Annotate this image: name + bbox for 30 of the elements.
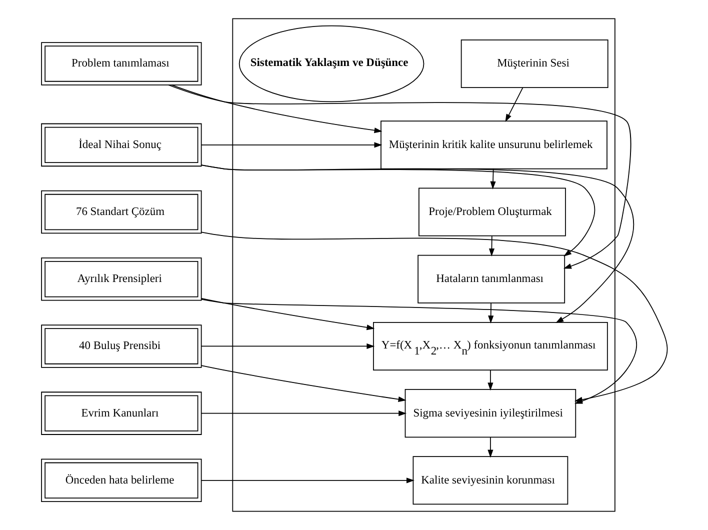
node-box: Ayrılık Prensipleri [40, 258, 202, 301]
arrow [200, 365, 406, 402]
node-box: Önceden hata belirleme [40, 458, 202, 502]
arrow [487, 436, 493, 458]
arrow [168, 84, 631, 269]
node-box: 76 Standart Çözüm [40, 190, 202, 234]
node-ellipse: Sistematik Yaklaşım ve Düşünce [238, 25, 424, 102]
node-box: Proje/Problem Oluşturmak [418, 188, 566, 236]
arrow [200, 478, 414, 484]
arrow [487, 370, 493, 391]
arrow [490, 168, 496, 190]
node-box: İdeal Nihai Sonuç [40, 123, 202, 167]
arrow [200, 343, 374, 349]
arrow [200, 142, 382, 148]
node-box: 40 Buluş Prensibi [40, 324, 202, 368]
arrow [488, 302, 494, 324]
node-box: Müşterinin kritik kalite unsurunu belirlemek [380, 120, 607, 170]
node-box: Sigma seviyesinin iyileştirilmesi [404, 389, 576, 438]
node-box: Problem tanımlaması [40, 42, 202, 86]
arrow [170, 84, 382, 134]
arrow [488, 236, 494, 256]
node-box: Müşterinin Sesi [460, 39, 608, 88]
node-box: Hataların tanımlanması [417, 254, 565, 304]
node-box: Kalite seviyesinin korunması [412, 456, 568, 505]
arrow [200, 164, 634, 323]
node-box: Evrim Kanunları [40, 392, 202, 435]
cluster [232, 18, 615, 512]
arrow [200, 410, 406, 416]
arrow [200, 298, 374, 330]
arrow [504, 87, 523, 122]
